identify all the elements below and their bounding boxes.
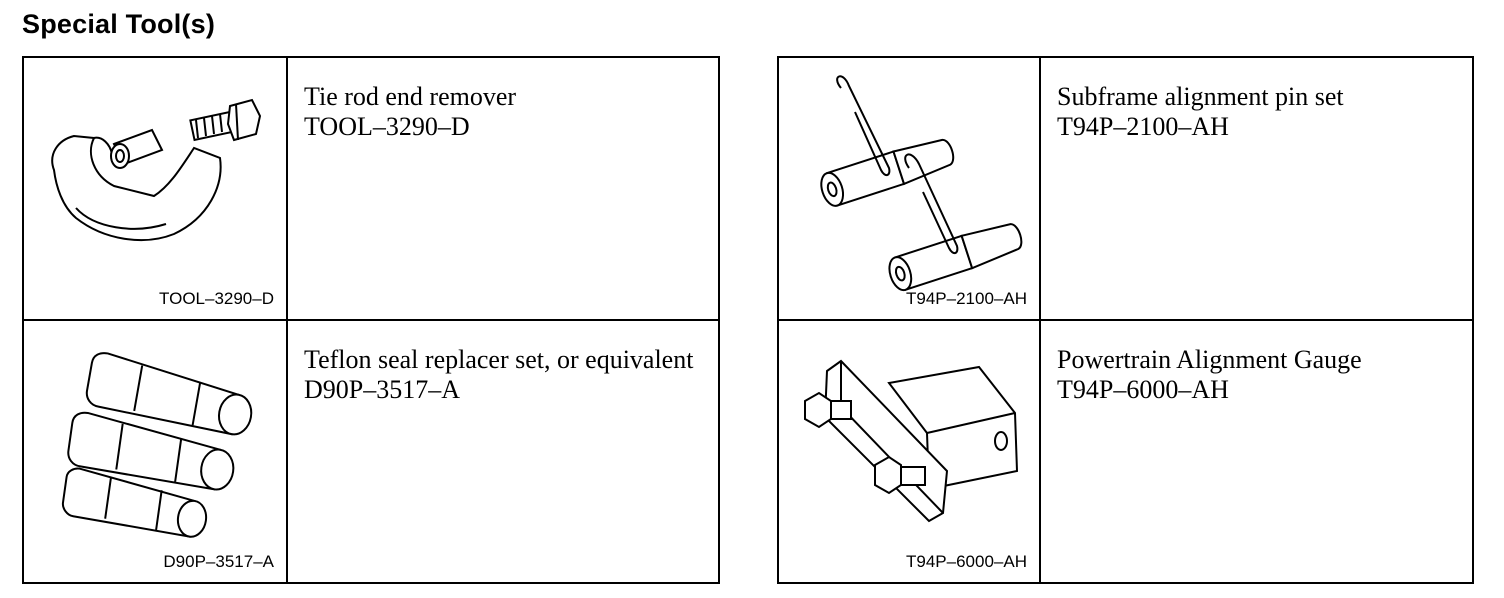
page-title: Special Tool(s)	[22, 9, 216, 39]
alignment-gauge-icon	[804, 359, 1019, 523]
tool-image-caption: D90P–3517–A	[163, 552, 274, 571]
tie-rod-end-remover-icon	[51, 98, 262, 242]
tool-part-number: TOOL–3290–D	[304, 112, 470, 141]
tool-description-cell: Tie rod end remover TOOL–3290–D	[286, 56, 720, 321]
tool-description: Teflon seal replacer set, or equivalent	[304, 345, 694, 374]
tool-description-cell: Powertrain Alignment Gauge T94P–6000–AH	[1039, 319, 1474, 584]
tool-description: Tie rod end remover	[304, 82, 517, 111]
tool-description: Powertrain Alignment Gauge	[1057, 345, 1362, 374]
tool-image-caption: TOOL–3290–D	[159, 289, 274, 308]
tool-image-cell: TOOL–3290–D	[22, 56, 288, 321]
special-tools-table-left: TOOL–3290–D Tie rod end remover TOOL–329…	[22, 56, 720, 584]
tool-description: Subframe alignment pin set	[1057, 82, 1344, 111]
tool-image-caption: T94P–2100–AH	[906, 289, 1027, 308]
table-row: T94P–6000–AH Powertrain Alignment Gauge …	[777, 319, 1474, 584]
table-row: TOOL–3290–D Tie rod end remover TOOL–329…	[22, 56, 720, 321]
table-row: D90P–3517–A Teflon seal replacer set, or…	[22, 319, 720, 584]
table-row: T94P–2100–AH Subframe alignment pin set …	[777, 56, 1474, 321]
special-tools-table-right: T94P–2100–AH Subframe alignment pin set …	[777, 56, 1474, 584]
tool-image-cell: D90P–3517–A	[22, 319, 288, 584]
tool-image-cell: T94P–6000–AH	[777, 319, 1041, 584]
tool-description-cell: Teflon seal replacer set, or equivalent …	[286, 319, 720, 584]
seal-replacer-set-icon	[61, 352, 253, 538]
tool-part-number: T94P–6000–AH	[1057, 375, 1229, 404]
tool-description-cell: Subframe alignment pin set T94P–2100–AH	[1039, 56, 1474, 321]
tool-image-cell: T94P–2100–AH	[777, 56, 1041, 321]
tool-part-number: D90P–3517–A	[304, 375, 461, 404]
tool-part-number: T94P–2100–AH	[1057, 112, 1229, 141]
alignment-pin-set-icon	[820, 75, 1023, 292]
tool-image-caption: T94P–6000–AH	[906, 552, 1027, 571]
